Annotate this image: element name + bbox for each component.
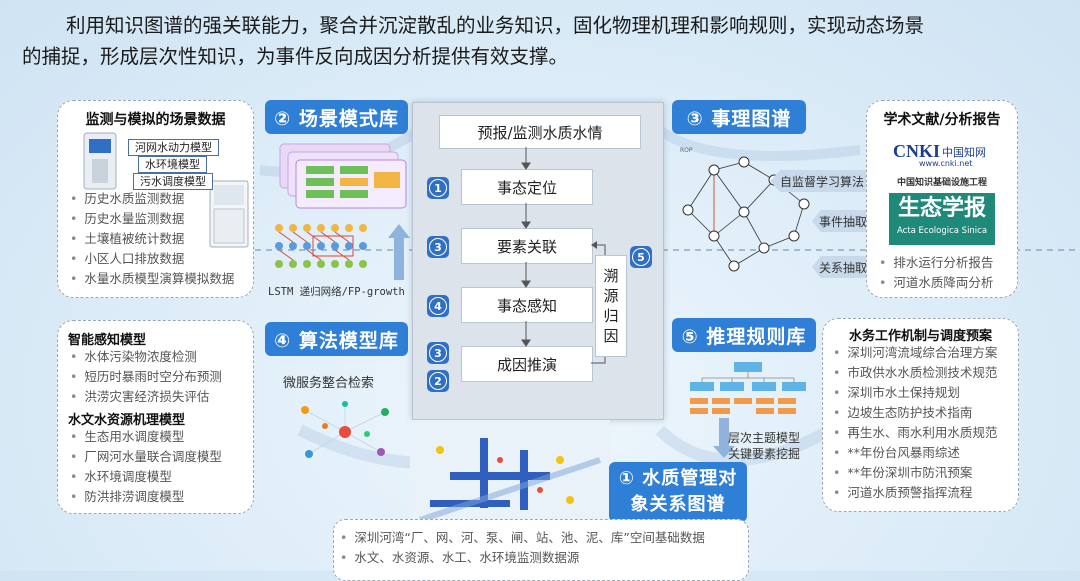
chip-hydro-model: 河网水动力模型 — [128, 139, 219, 156]
list-item: 短历时暴雨时空分布预测 — [70, 367, 222, 387]
hydro-model-list: 生态用水调度模型 厂网河水量联合调度模型 水环境调度模型 防洪排涝调度模型 — [70, 427, 222, 507]
list-item: 河道水质降両分析 — [879, 273, 993, 293]
list-item: **年份深圳市防汛预案 — [833, 463, 997, 483]
trace-char: 溯 — [603, 267, 619, 285]
rule-tree-image — [690, 362, 806, 414]
water-management-graph-button[interactable]: ① 水质管理对 象关系图谱 — [609, 462, 747, 522]
microservice-cloud-image — [301, 401, 389, 458]
step-number-badge: 3 — [427, 236, 449, 258]
list-item: 深圳河湾“厂、网、河、泵、闸、站、池、泥、库”空间基础数据 — [340, 528, 704, 548]
down-arrow-icon — [713, 418, 735, 458]
trace-char: 归 — [603, 307, 619, 325]
flow-step-infer[interactable]: 成因推演 — [461, 346, 593, 382]
event-graph-network-image: ROP — [680, 147, 810, 272]
relation-map-image — [410, 420, 610, 530]
step-number-badge: 4 — [427, 295, 449, 317]
scene-lib-caption: LSTM 递归网络/FP-growth — [268, 286, 405, 298]
smart-model-title: 智能感知模型 — [68, 333, 147, 348]
algorithm-model-library-button[interactable]: ④ 算法模型库 — [265, 322, 408, 356]
intro-line-1: 利用知识图谱的强关联能力，聚合并沉淀散乱的业务知识，固化物理机理和影响规则，实现… — [66, 14, 925, 37]
reasoning-flow-panel: 预报/监测水质水情 事态定位 要素关联 事态感知 成因推演 溯 源 归 因 — [412, 102, 664, 420]
trace-char: 因 — [603, 327, 619, 345]
flow-step-perceive[interactable]: 事态感知 — [461, 287, 593, 323]
literature-panel: 学术文献/分析报告 CNKI 中国知网 www.cnki.net 中国知识基础设… — [866, 100, 1018, 298]
list-item: 深圳市水土保持规划 — [833, 383, 997, 403]
work-mechanism-panel: 水务工作机制与调度预案 深圳河湾流域综合治理方案 市政供水水质检测技术规范 深圳… — [822, 318, 1019, 512]
rule-lib-caption: 层次主题模型 关键要素挖掘 — [728, 431, 801, 461]
list-item: 小区人口排放数据 — [70, 249, 234, 269]
base-data-list: 深圳河湾“厂、网、河、泵、闸、站、池、泥、库”空间基础数据 水文、水资源、水工、… — [340, 528, 705, 568]
water-graph-label-2: 象关系图谱 — [630, 494, 726, 515]
flow-arrows — [521, 147, 606, 364]
step-number-badge: 3 — [427, 342, 449, 364]
work-mechanism-title: 水务工作机制与调度预案 — [848, 329, 992, 344]
flow-forecast-box: 预报/监测水质水情 — [439, 115, 641, 149]
work-mechanism-list: 深圳河湾流域综合治理方案 市政供水水质检测技术规范 深圳市水土保持规划 边坡生态… — [833, 343, 997, 503]
list-item: 水环境调度模型 — [70, 467, 222, 487]
cnki-logo: CNKI 中国知网 www.cnki.net — [893, 141, 993, 168]
step-number-badge: 2 — [427, 370, 449, 392]
arrow-event-extract: 事件抽取 — [812, 210, 874, 232]
list-item: 防洪排涝调度模型 — [70, 487, 222, 507]
lstm-network-image — [275, 224, 367, 268]
chip-env-model: 水环境模型 — [138, 156, 207, 173]
scene-cards-image — [279, 143, 407, 209]
intro-line-2: 的捕捉，形成层次性知识，为事件反向成因分析提供有效支撑。 — [22, 45, 569, 68]
algo-lib-caption: 微服务整合检索 — [283, 376, 375, 391]
up-arrow-icon — [388, 224, 410, 280]
arrow-relation-extract: 关系抽取 — [812, 256, 874, 278]
list-item: 水文、水资源、水工、水环境监测数据源 — [340, 548, 705, 568]
intro-paragraph: 利用知识图谱的强关联能力，聚合并沉淀散乱的业务知识，固化物理机理和影响规则，实现… — [22, 10, 1062, 72]
list-item: 市政供水水质检测技术规范 — [833, 363, 997, 383]
scene-data-panel: 监测与模拟的场景数据 河网水动力模型 水环境模型 污水调度模型 历史水质监测数据… — [57, 100, 254, 298]
event-graph-button[interactable]: ③ 事理图谱 — [672, 100, 806, 134]
list-item: 深圳河湾流域综合治理方案 — [833, 343, 997, 363]
water-graph-label-1: ① 水质管理对 — [618, 468, 738, 489]
cnki-sub: 中国知识基础设施工程 — [896, 178, 987, 188]
cnki-cn: 中国知网 — [942, 145, 987, 159]
smart-model-list: 水体污染物浓度检测 短历时暴雨时空分布预测 洪涝灾害经济损失评估 — [70, 347, 222, 407]
flow-step-locate[interactable]: 事态定位 — [461, 169, 593, 205]
list-item: 历史水量监测数据 — [70, 209, 234, 229]
scene-pattern-library-button[interactable]: ② 场景模式库 — [265, 100, 408, 134]
list-item: 边坡生态防护技术指南 — [833, 403, 997, 423]
list-item: 历史水质监测数据 — [70, 189, 234, 209]
step-number-badge: 1 — [427, 177, 449, 199]
list-item: 厂网河水量联合调度模型 — [70, 447, 222, 467]
chip-sewage-model: 污水调度模型 — [133, 173, 213, 190]
list-item: 洪涝灾害经济损失评估 — [70, 387, 222, 407]
hydro-model-title: 水文水资源机理模型 — [68, 413, 186, 428]
literature-list: 排水运行分析报告 河道水质降両分析 — [879, 253, 993, 293]
scene-data-list: 历史水质监测数据 历史水量监测数据 土壤植被统计数据 小区人口排放数据 水量水质… — [70, 189, 234, 289]
eco-journal-logo: 生态学报 Acta Ecologica Sinica — [889, 193, 995, 245]
cnki-url: www.cnki.net — [919, 159, 973, 168]
eco-cn: 生态学报 — [897, 196, 986, 221]
flow-step-associate[interactable]: 要素关联 — [461, 228, 593, 264]
eco-en: Acta Ecologica Sinica — [896, 226, 988, 236]
graph-tiny-label: ROP — [680, 147, 693, 154]
list-item: 河道水质预警指挥流程 — [833, 483, 997, 503]
list-item: **年份台风暴雨综述 — [833, 443, 997, 463]
list-item: 生态用水调度模型 — [70, 427, 222, 447]
reasoning-rule-library-button[interactable]: ⑤ 推理规则库 — [672, 318, 816, 352]
trace-char: 源 — [603, 287, 619, 305]
trace-cause-box: 溯 源 归 因 — [595, 255, 627, 357]
step-number-badge: 5 — [630, 246, 652, 268]
scene-data-title: 监测与模拟的场景数据 — [85, 112, 226, 128]
arrow-self-supervised: 自监督学习算法 — [770, 170, 874, 192]
instrument-image — [83, 132, 117, 190]
literature-title: 学术文献/分析报告 — [883, 112, 1001, 128]
list-item: 排水运行分析报告 — [879, 253, 993, 273]
list-item: 再生水、雨水利用水质规范 — [833, 423, 997, 443]
model-panel: 智能感知模型 水体污染物浓度检测 短历时暴雨时空分布预测 洪涝灾害经济损失评估 … — [57, 320, 254, 514]
list-item: 水量水质模型演算模拟数据 — [70, 269, 234, 289]
list-item: 水体污染物浓度检测 — [70, 347, 222, 367]
list-item: 土壤植被统计数据 — [70, 229, 234, 249]
cnki-main: CNKI — [893, 141, 941, 161]
base-data-panel: 深圳河湾“厂、网、河、泵、闸、站、池、泥、库”空间基础数据 水文、水资源、水工、… — [333, 519, 749, 581]
